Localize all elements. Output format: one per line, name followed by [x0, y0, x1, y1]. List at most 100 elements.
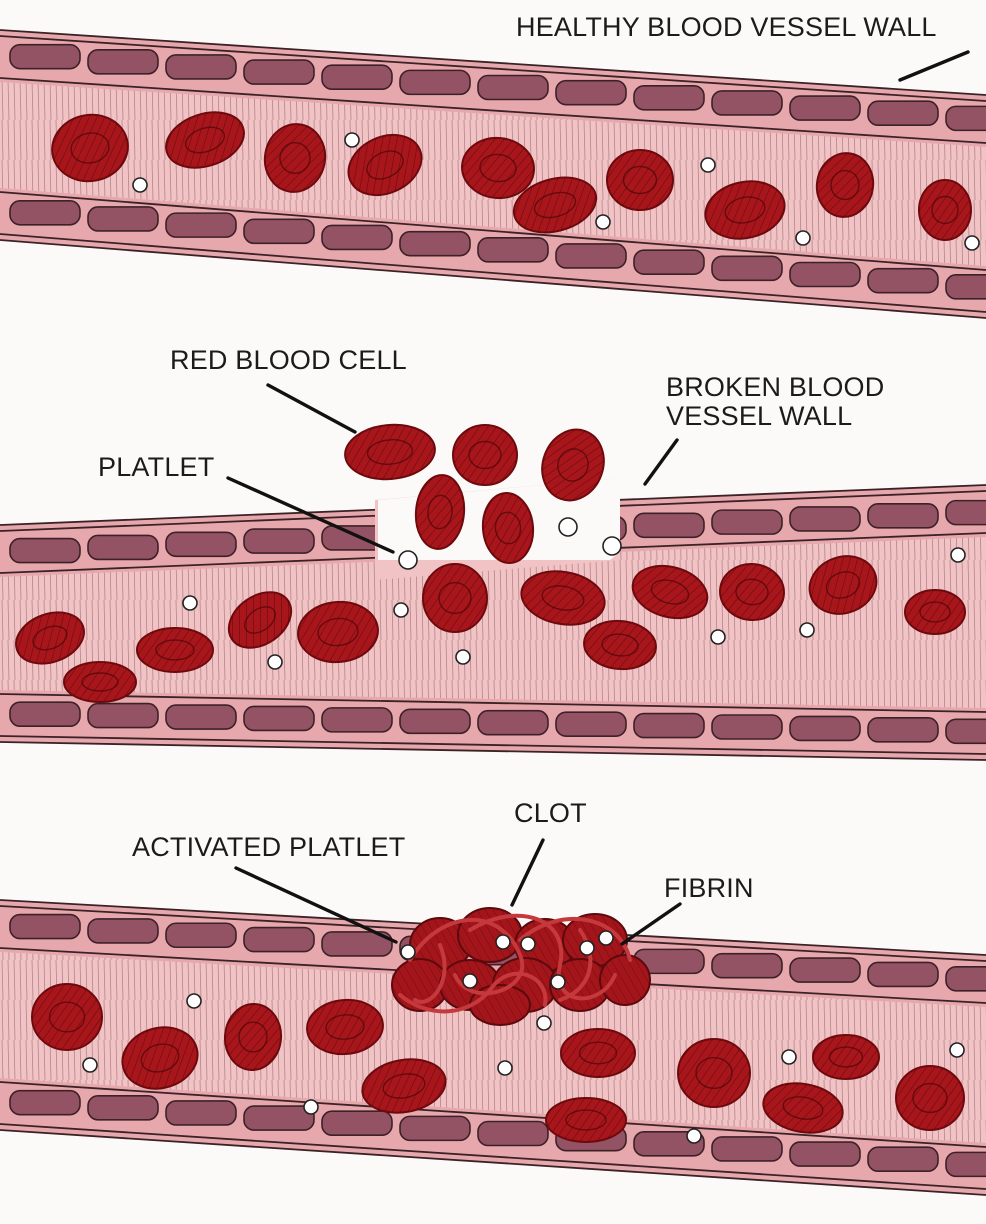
endothelial-cell: [634, 714, 704, 738]
endothelial-cell: [946, 106, 986, 130]
endothelial-cell: [166, 923, 236, 947]
endothelial-cell: [946, 501, 986, 525]
endothelial-cell: [244, 928, 314, 952]
endothelial-cell: [868, 1147, 938, 1171]
platelet: [456, 650, 470, 664]
label-red-blood-cell: RED BLOOD CELL: [170, 345, 407, 375]
endothelial-cell: [166, 55, 236, 79]
endothelial-cell: [10, 45, 80, 69]
platelet: [498, 1061, 512, 1075]
endothelial-cell: [88, 704, 158, 728]
red-blood-cell: [905, 590, 965, 634]
endothelial-cell: [556, 712, 626, 736]
platelet: [950, 1043, 964, 1057]
escaped-platelet: [399, 551, 417, 569]
endothelial-cell: [10, 539, 80, 563]
red-blood-cell: [453, 425, 517, 485]
activated-platelet: [521, 937, 535, 951]
endothelial-cell: [478, 711, 548, 735]
endothelial-cell: [400, 709, 470, 733]
endothelial-cell: [88, 50, 158, 74]
endothelial-cell: [244, 1106, 314, 1130]
endothelial-cell: [790, 958, 860, 982]
endothelial-cell: [556, 81, 626, 105]
label-activated-platelet: ACTIVATED PLATLET: [132, 832, 405, 862]
platelet: [782, 1050, 796, 1064]
endothelial-cell: [868, 962, 938, 986]
endothelial-cell: [400, 1116, 470, 1140]
endothelial-cell: [634, 250, 704, 274]
red-blood-cell: [813, 1035, 879, 1079]
platelet: [965, 236, 979, 250]
endothelial-cell: [166, 705, 236, 729]
endothelial-cell: [88, 207, 158, 231]
platelet: [711, 630, 725, 644]
endothelial-cell: [166, 1101, 236, 1125]
endothelial-cell: [868, 718, 938, 742]
leader-clot: [512, 840, 543, 905]
endothelial-cell: [790, 262, 860, 286]
endothelial-cell: [790, 507, 860, 531]
endothelial-cell: [322, 225, 392, 249]
red-blood-cell: [546, 1098, 626, 1142]
platelet: [951, 548, 965, 562]
endothelial-cell: [478, 1122, 548, 1146]
endothelial-cell: [10, 915, 80, 939]
red-blood-cell: [607, 150, 673, 210]
endothelial-cell: [244, 60, 314, 84]
endothelial-cell: [10, 1091, 80, 1115]
platelet: [187, 994, 201, 1008]
endothelial-cell: [946, 967, 986, 991]
label-broken-vessel-wall-line1: BROKEN BLOOD: [666, 372, 884, 402]
endothelial-cell: [712, 715, 782, 739]
endothelial-cell: [712, 91, 782, 115]
endothelial-cell: [400, 232, 470, 256]
endothelial-cell: [322, 65, 392, 89]
endothelial-cell: [946, 719, 986, 743]
endothelial-cell: [244, 219, 314, 243]
platelet: [268, 655, 282, 669]
red-blood-cell: [343, 421, 437, 483]
activated-platelet: [537, 1016, 551, 1030]
endothelial-cell: [556, 244, 626, 268]
platelet: [796, 231, 810, 245]
platelet: [687, 1129, 701, 1143]
endothelial-cell: [868, 101, 938, 125]
endothelial-cell: [712, 510, 782, 534]
red-blood-cell: [32, 984, 102, 1050]
activated-platelet: [599, 931, 613, 945]
leader-healthy-wall: [900, 52, 968, 80]
label-healthy-vessel-wall: HEALTHY BLOOD VESSEL WALL: [516, 12, 937, 42]
endothelial-cell: [946, 1152, 986, 1176]
endothelial-cell: [790, 716, 860, 740]
escaped-platelet: [559, 518, 577, 536]
platelet: [304, 1100, 318, 1114]
endothelial-cell: [322, 708, 392, 732]
red-blood-cell: [919, 180, 971, 240]
endothelial-cell: [946, 275, 986, 299]
endothelial-cell: [244, 529, 314, 553]
platelet: [345, 133, 359, 147]
endothelial-cell: [868, 504, 938, 528]
endothelial-cell: [712, 256, 782, 280]
platelet: [133, 178, 147, 192]
endothelial-cell: [634, 513, 704, 537]
endothelial-cell: [868, 269, 938, 293]
platelet: [394, 603, 408, 617]
endothelial-cell: [244, 706, 314, 730]
platelet: [83, 1058, 97, 1072]
endothelial-cell: [634, 86, 704, 110]
platelet: [800, 623, 814, 637]
endothelial-cell: [400, 70, 470, 94]
endothelial-cell: [478, 238, 548, 262]
endothelial-cell: [10, 702, 80, 726]
escaped-platelet: [603, 537, 621, 555]
activated-platelet: [580, 941, 594, 955]
red-blood-cell: [896, 1066, 964, 1130]
red-blood-cell: [137, 628, 213, 672]
endothelial-cell: [88, 1096, 158, 1120]
endothelial-cell: [322, 1111, 392, 1135]
activated-platelet: [463, 974, 477, 988]
